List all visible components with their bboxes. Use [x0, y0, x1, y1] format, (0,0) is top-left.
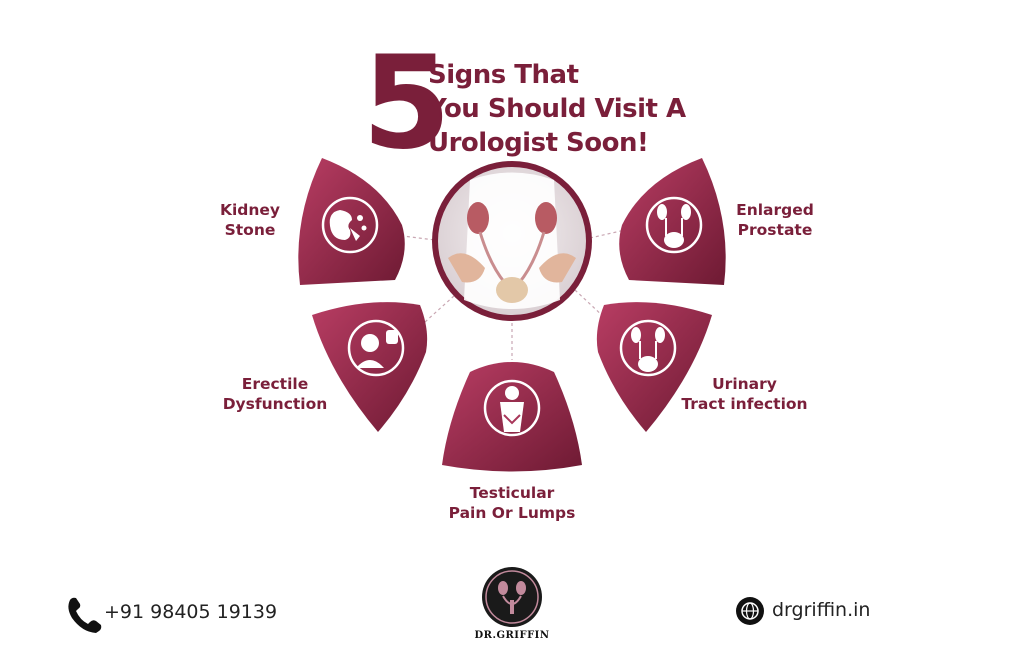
wedge-kidney-stone — [298, 158, 405, 285]
label-testicular-pain: Testicular Pain Or Lumps — [448, 484, 576, 522]
wedge-testicular-pain — [442, 362, 582, 472]
label-erectile-dysfunction: Erectile Dysfunction — [222, 375, 328, 413]
phone-number[interactable]: +91 98405 19139 — [104, 601, 278, 623]
headline-line-1: Signs That — [428, 60, 579, 90]
wedge-erectile-dysfunction — [312, 302, 428, 432]
website-link[interactable]: drgriffin.in — [772, 599, 871, 621]
person-pain-icon — [500, 386, 524, 432]
brand-logo — [482, 567, 542, 627]
kidney-stone-icon — [329, 210, 367, 241]
headline-number: 5 — [362, 29, 452, 178]
brand-name: DR.GRIFFIN — [474, 630, 550, 641]
phone-icon — [68, 597, 102, 633]
prostate-icon — [657, 204, 691, 248]
label-enlarged-prostate: Enlarged Prostate — [736, 201, 814, 239]
wedge-enlarged-prostate — [619, 158, 726, 285]
label-urinary-tract: Urinary Tract infection — [681, 375, 808, 413]
center-illustration — [432, 161, 592, 321]
globe-icon — [736, 597, 764, 625]
man-thinking-icon — [356, 330, 398, 368]
wedge-urinary-tract — [596, 302, 712, 432]
headline-line-2: You Should Visit A — [428, 94, 686, 124]
label-kidney-stone: Kidney Stone — [219, 201, 281, 239]
headline-text: Signs That You Should Visit A Urologist … — [428, 58, 728, 160]
headline-line-3: Urologist Soon! — [428, 128, 649, 158]
urinary-tract-icon — [631, 327, 665, 372]
